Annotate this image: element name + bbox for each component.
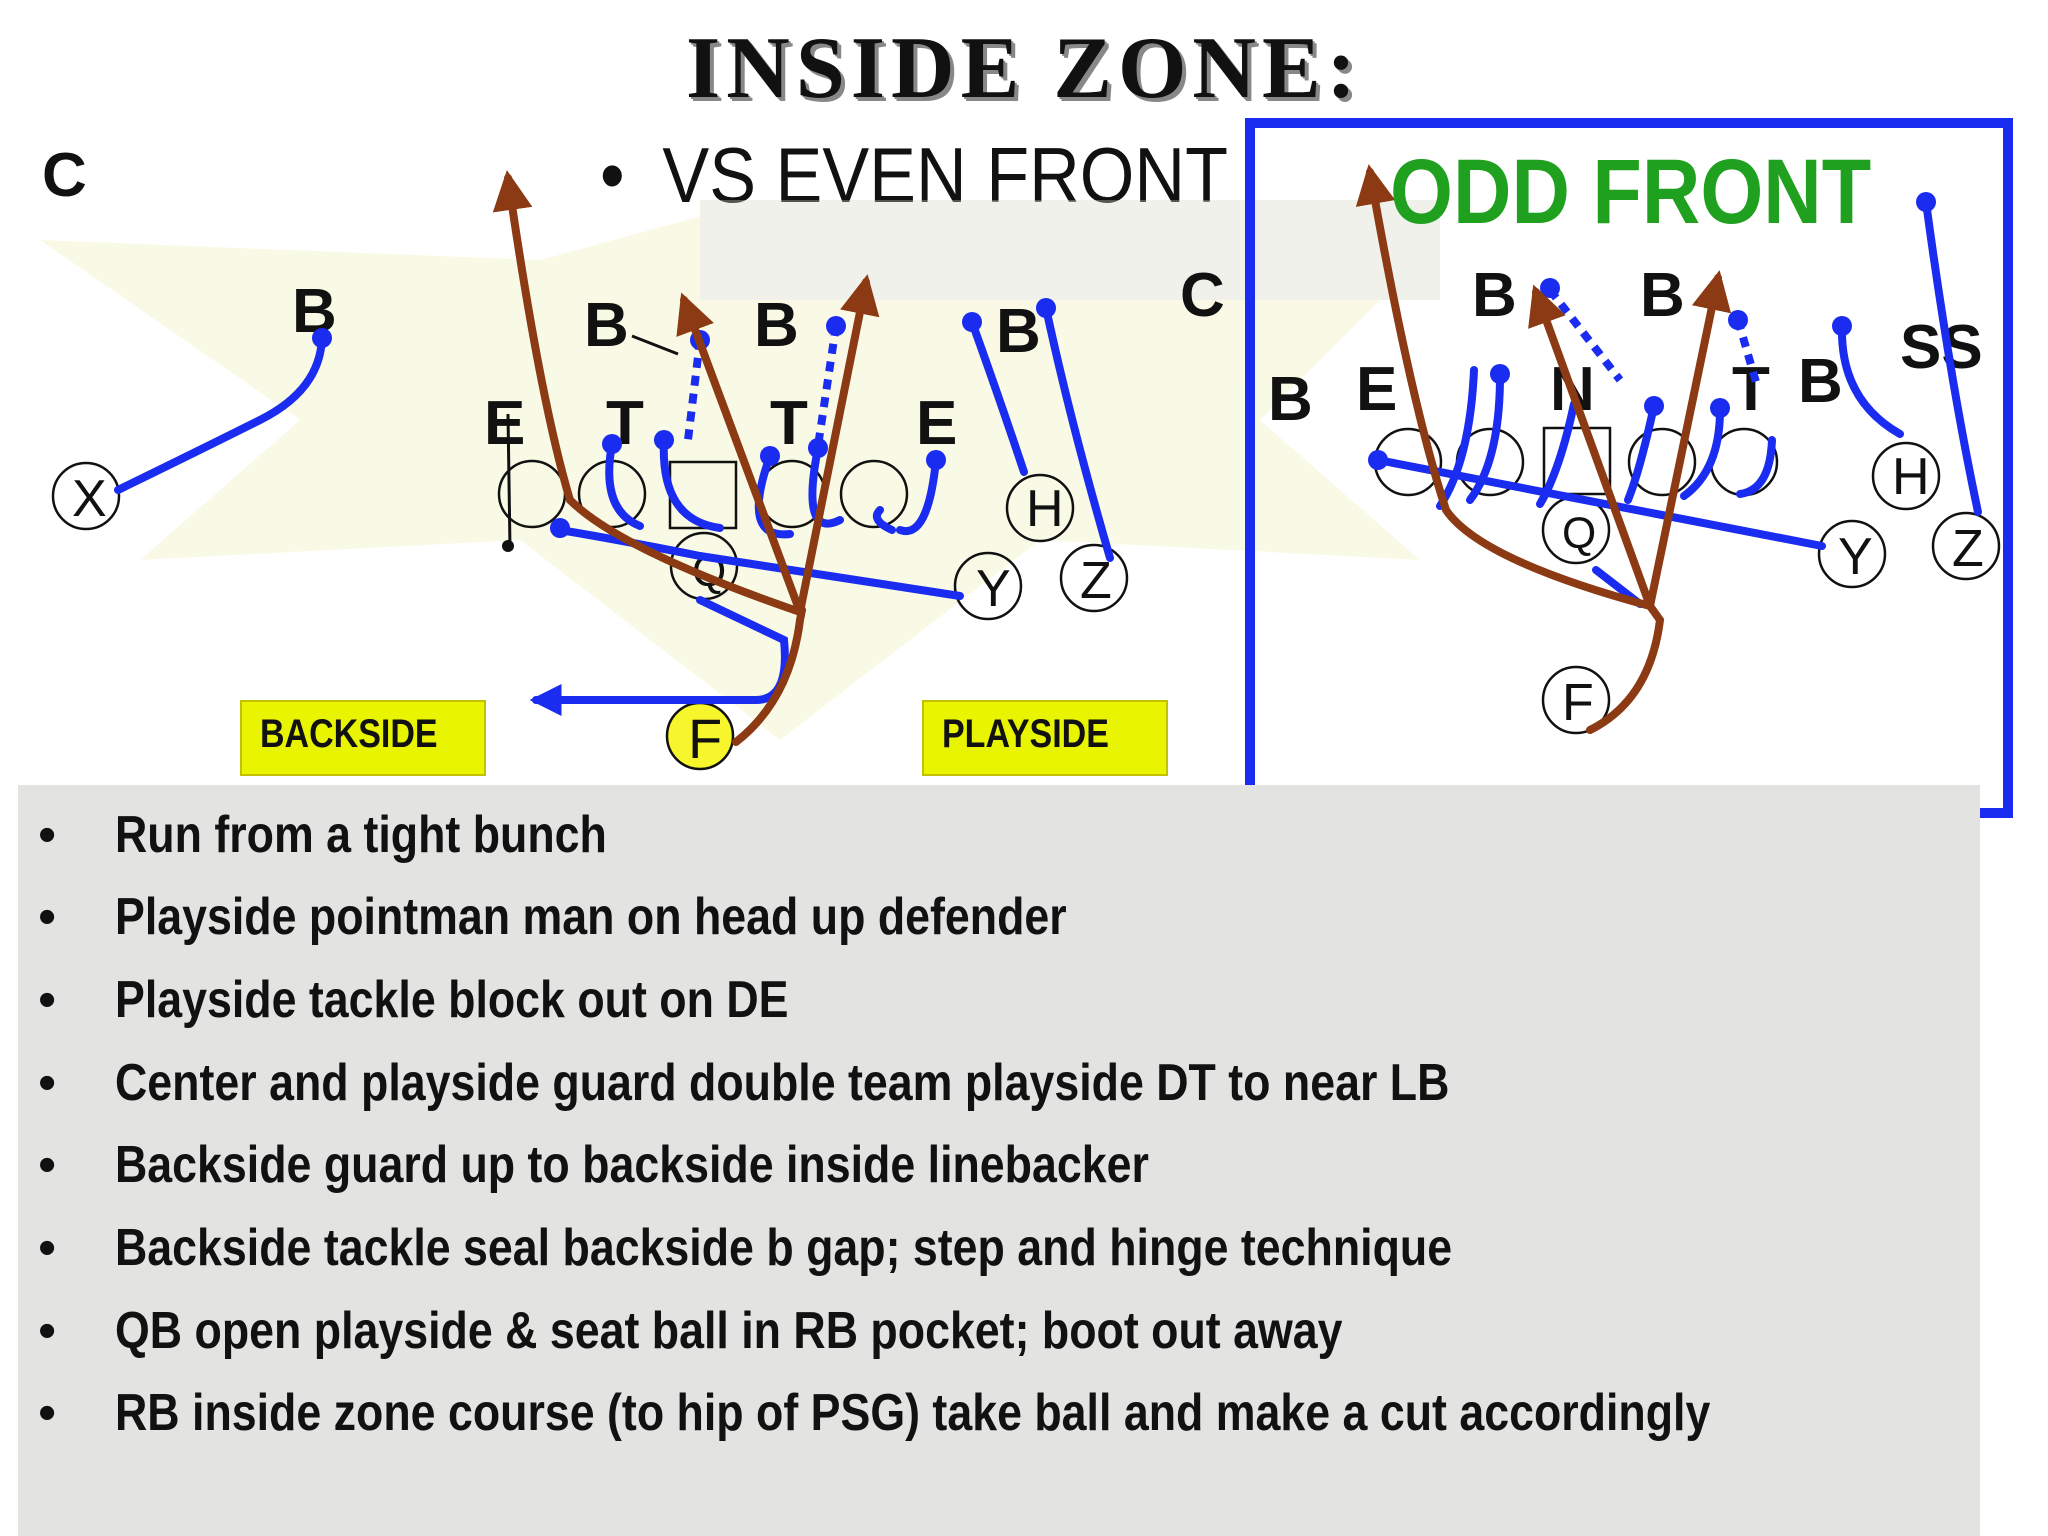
odd-defender-c: C: [1180, 261, 1225, 330]
play-diagram: C B B B B E T T E X H Y Z Q F: [40, 141, 2001, 771]
note-text: Backside guard up to backside inside lin…: [115, 1136, 1149, 1194]
player-x-circle: [51, 461, 121, 531]
note-item: • Center and playside guard double team p…: [18, 1053, 1968, 1123]
even-front-diagram: C B B B B E T T E X H Y Z Q F: [42, 141, 1129, 771]
lineman-rt: [839, 459, 909, 529]
player-y: Y: [976, 560, 1011, 618]
odd-defender-t: T: [1732, 355, 1770, 424]
note-text: Center and playside guard double team pl…: [115, 1054, 1450, 1112]
subtitle-text: VS EVEN FRONT: [662, 131, 1228, 219]
odd-player-h: H: [1892, 448, 1930, 506]
odd-routes: [1355, 164, 1732, 734]
defender-e-left: E: [484, 389, 525, 458]
odd-defender-b-right: B: [1798, 347, 1843, 416]
note-item: • QB open playside & seat ball in RB pock…: [18, 1301, 1968, 1371]
odd-player-f: F: [1562, 674, 1594, 732]
slide-title: INSIDE ZONE:: [686, 20, 1362, 117]
note-text: QB open playside & seat ball in RB pocke…: [115, 1302, 1343, 1360]
odd-player-z-circle: [1931, 511, 2001, 581]
player-h-circle: [1005, 473, 1075, 543]
bullet: •: [38, 1302, 57, 1360]
odd-defender-e: E: [1356, 355, 1397, 424]
odd-player-q: Q: [1562, 509, 1596, 558]
coaching-notes: • Run from a tight bunch • Playside pointm…: [18, 785, 1980, 1536]
defender-c: C: [42, 141, 87, 210]
note-item: • RB inside zone course (to hip of PSG) t…: [18, 1383, 1968, 1453]
defender-t-right: T: [770, 389, 808, 458]
odd-player-y-circle: [1817, 519, 1887, 589]
defender-b-mid2: B: [754, 291, 799, 360]
odd-front-title: ODD FRONT: [1390, 141, 1872, 243]
defender-e-right: E: [916, 389, 957, 458]
note-text: Run from a tight bunch: [115, 806, 607, 864]
even-blocks: [114, 304, 1114, 716]
bullet: •: [38, 1136, 57, 1194]
subtitle: • VS EVEN FRONT: [600, 130, 1228, 221]
bullet: •: [38, 1384, 57, 1442]
odd-player-h-circle: [1871, 441, 1941, 511]
note-item: • Backside guard up to backside inside li…: [18, 1135, 1968, 1205]
odd-center-square: [1542, 426, 1612, 496]
defender-b-right: B: [996, 297, 1041, 366]
subtitle-bullet: •: [600, 131, 625, 219]
odd-front-diagram: C B E B N B T B SS H Q Y Z F: [1180, 164, 2001, 735]
odd-player-z: Z: [1952, 520, 1984, 578]
bullet: •: [38, 888, 57, 946]
note-item: • Backside tackle seal backside b gap; st…: [18, 1218, 1968, 1288]
note-item: • Run from a tight bunch: [18, 805, 1968, 875]
bullet: •: [38, 806, 57, 864]
bullet: •: [38, 1219, 57, 1277]
bullet: •: [38, 971, 57, 1029]
watermark-logo: [40, 200, 1440, 740]
odd-player-f-circle: [1541, 665, 1611, 735]
note-text: Playside pointman man on head up defende…: [115, 888, 1067, 946]
playside-label: PLAYSIDE: [942, 712, 1109, 756]
odd-defender-b-mid2: B: [1640, 261, 1685, 330]
note-item: • Playside tackle block out on DE: [18, 970, 1968, 1040]
even-black-marks: [506, 334, 679, 549]
backside-tag: BACKSIDE: [240, 700, 486, 776]
odd-defender-b-mid1: B: [1472, 261, 1517, 330]
player-z-circle: [1059, 543, 1129, 613]
note-text: Backside tackle seal backside b gap; ste…: [115, 1219, 1453, 1277]
player-x: X: [72, 470, 107, 528]
odd-lineman-rg: [1627, 427, 1697, 497]
even-routes: [492, 170, 880, 746]
note-item: • Playside pointman man on head up defend…: [18, 887, 1968, 957]
player-y-circle: [953, 551, 1023, 621]
note-text: RB inside zone course (to hip of PSG) ta…: [115, 1384, 1711, 1442]
defender-b-mid1: B: [584, 291, 629, 360]
player-f: F: [688, 707, 722, 770]
playside-tag: PLAYSIDE: [922, 700, 1168, 776]
player-h: H: [1026, 480, 1064, 538]
odd-player-y: Y: [1838, 528, 1873, 586]
even-dashed-blocks: [684, 325, 840, 447]
player-z: Z: [1080, 552, 1112, 610]
odd-defender-b-left: B: [1268, 365, 1313, 434]
backside-label: BACKSIDE: [260, 712, 438, 756]
bullet: •: [38, 1054, 57, 1112]
note-text: Playside tackle block out on DE: [115, 971, 789, 1029]
